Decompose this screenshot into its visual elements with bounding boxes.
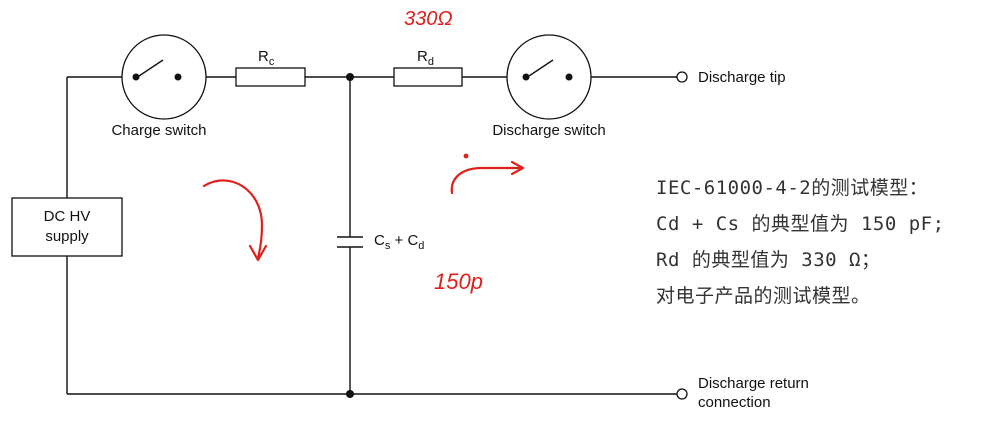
return-label-line2: connection	[698, 394, 771, 411]
supply-label-line2: supply	[45, 228, 89, 245]
charge-switch-symbol	[121, 34, 207, 120]
discharge-switch-symbol	[506, 34, 592, 120]
handwritten-annotations	[202, 153, 525, 262]
ink-dot	[463, 153, 469, 159]
capacitor-label: Cs + Cd	[374, 232, 424, 252]
rc-resistor	[235, 67, 306, 87]
dc-hv-supply-box	[11, 197, 123, 257]
capacitor-symbol	[337, 236, 363, 248]
discharge-direction-arrow	[450, 166, 524, 195]
annotation-line-2: Cd + Cs 的典型值为 150 pF;	[656, 213, 945, 235]
return-label-line1: Discharge return	[698, 375, 809, 392]
handwritten-rd-value: 330Ω	[404, 8, 453, 30]
rc-label: Rc	[258, 48, 275, 68]
annotation-line-3: Rd 的典型值为 330 Ω；	[656, 249, 881, 271]
bottom-junction-dot	[346, 390, 354, 398]
charge-switch-label: Charge switch	[111, 122, 206, 139]
annotation-line-4: 对电子产品的测试模型。	[656, 285, 871, 307]
discharge-tip-label: Discharge tip	[698, 69, 786, 86]
discharge-tip-terminal	[676, 71, 688, 83]
return-terminal	[676, 388, 688, 400]
rd-label: Rd	[417, 48, 434, 68]
charge-loop-arrowhead	[248, 244, 268, 262]
annotation-text-block: IEC-61000-4-2的测试模型： Cd + Cs 的典型值为 150 pF…	[656, 170, 945, 314]
discharge-switch-label: Discharge switch	[492, 122, 605, 139]
charge-loop-arrow	[202, 179, 264, 260]
handwritten-cap-value: 150p	[434, 269, 483, 294]
top-junction-dot	[346, 73, 354, 81]
rd-resistor	[393, 67, 463, 87]
annotation-line-1: IEC-61000-4-2的测试模型：	[656, 177, 929, 199]
supply-label-line1: DC HV	[44, 208, 91, 225]
discharge-direction-arrowhead	[510, 160, 525, 176]
